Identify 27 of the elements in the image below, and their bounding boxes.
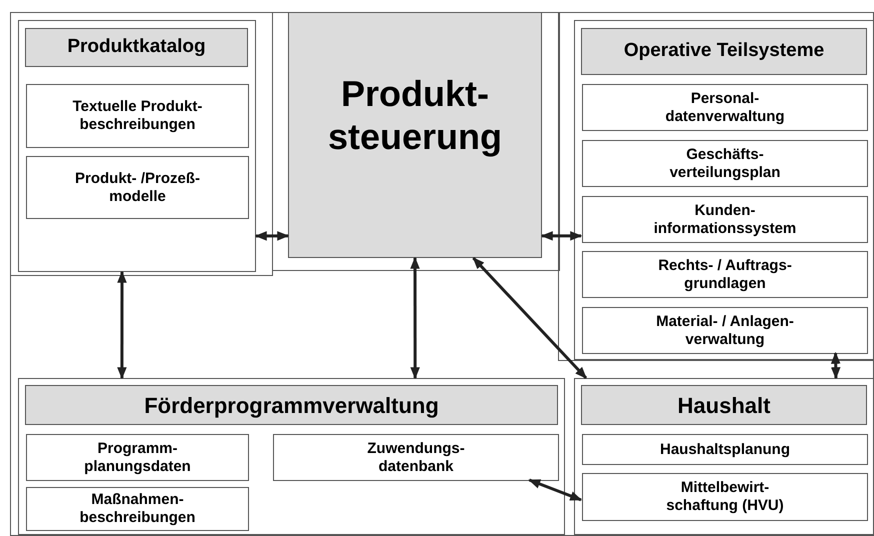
panel-header: Haushalt — [581, 385, 867, 425]
arrow — [254, 231, 290, 241]
process-box: Material- / Anlagen- verwaltung — [582, 307, 868, 354]
process-box: Textuelle Produkt- beschreibungen — [26, 84, 249, 148]
panel-frame — [574, 20, 874, 360]
process-box: Kunden- informationssystem — [582, 196, 868, 243]
process-box: Zuwendungs- datenbank — [273, 434, 559, 481]
panel-header: Operative Teilsysteme — [581, 28, 867, 75]
panel-header: Produktkatalog — [25, 28, 248, 67]
arrow — [528, 478, 582, 502]
process-box: Haushaltsplanung — [582, 434, 868, 465]
process-box: Mittelbewirt- schaftung (HVU) — [582, 473, 868, 521]
arrow — [117, 270, 127, 380]
process-box: Geschäfts- verteilungsplan — [582, 140, 868, 187]
panel-frame — [18, 378, 565, 535]
process-box: Rechts- / Auftrags- grundlagen — [582, 251, 868, 298]
process-box: Programm- planungsdaten — [26, 434, 249, 481]
process-box: Produkt- steuerung — [288, 12, 542, 258]
arrow — [410, 256, 420, 380]
arrow — [472, 256, 588, 380]
process-box: Personal- datenverwaltung — [582, 84, 868, 131]
arrow — [540, 231, 582, 241]
process-box: Maßnahmen- beschreibungen — [26, 487, 249, 531]
panel-frame — [574, 378, 874, 535]
panel-header: Förderprogrammverwaltung — [25, 385, 558, 425]
arrow — [830, 352, 841, 380]
process-box: Produkt- /Prozeß- modelle — [26, 156, 249, 219]
